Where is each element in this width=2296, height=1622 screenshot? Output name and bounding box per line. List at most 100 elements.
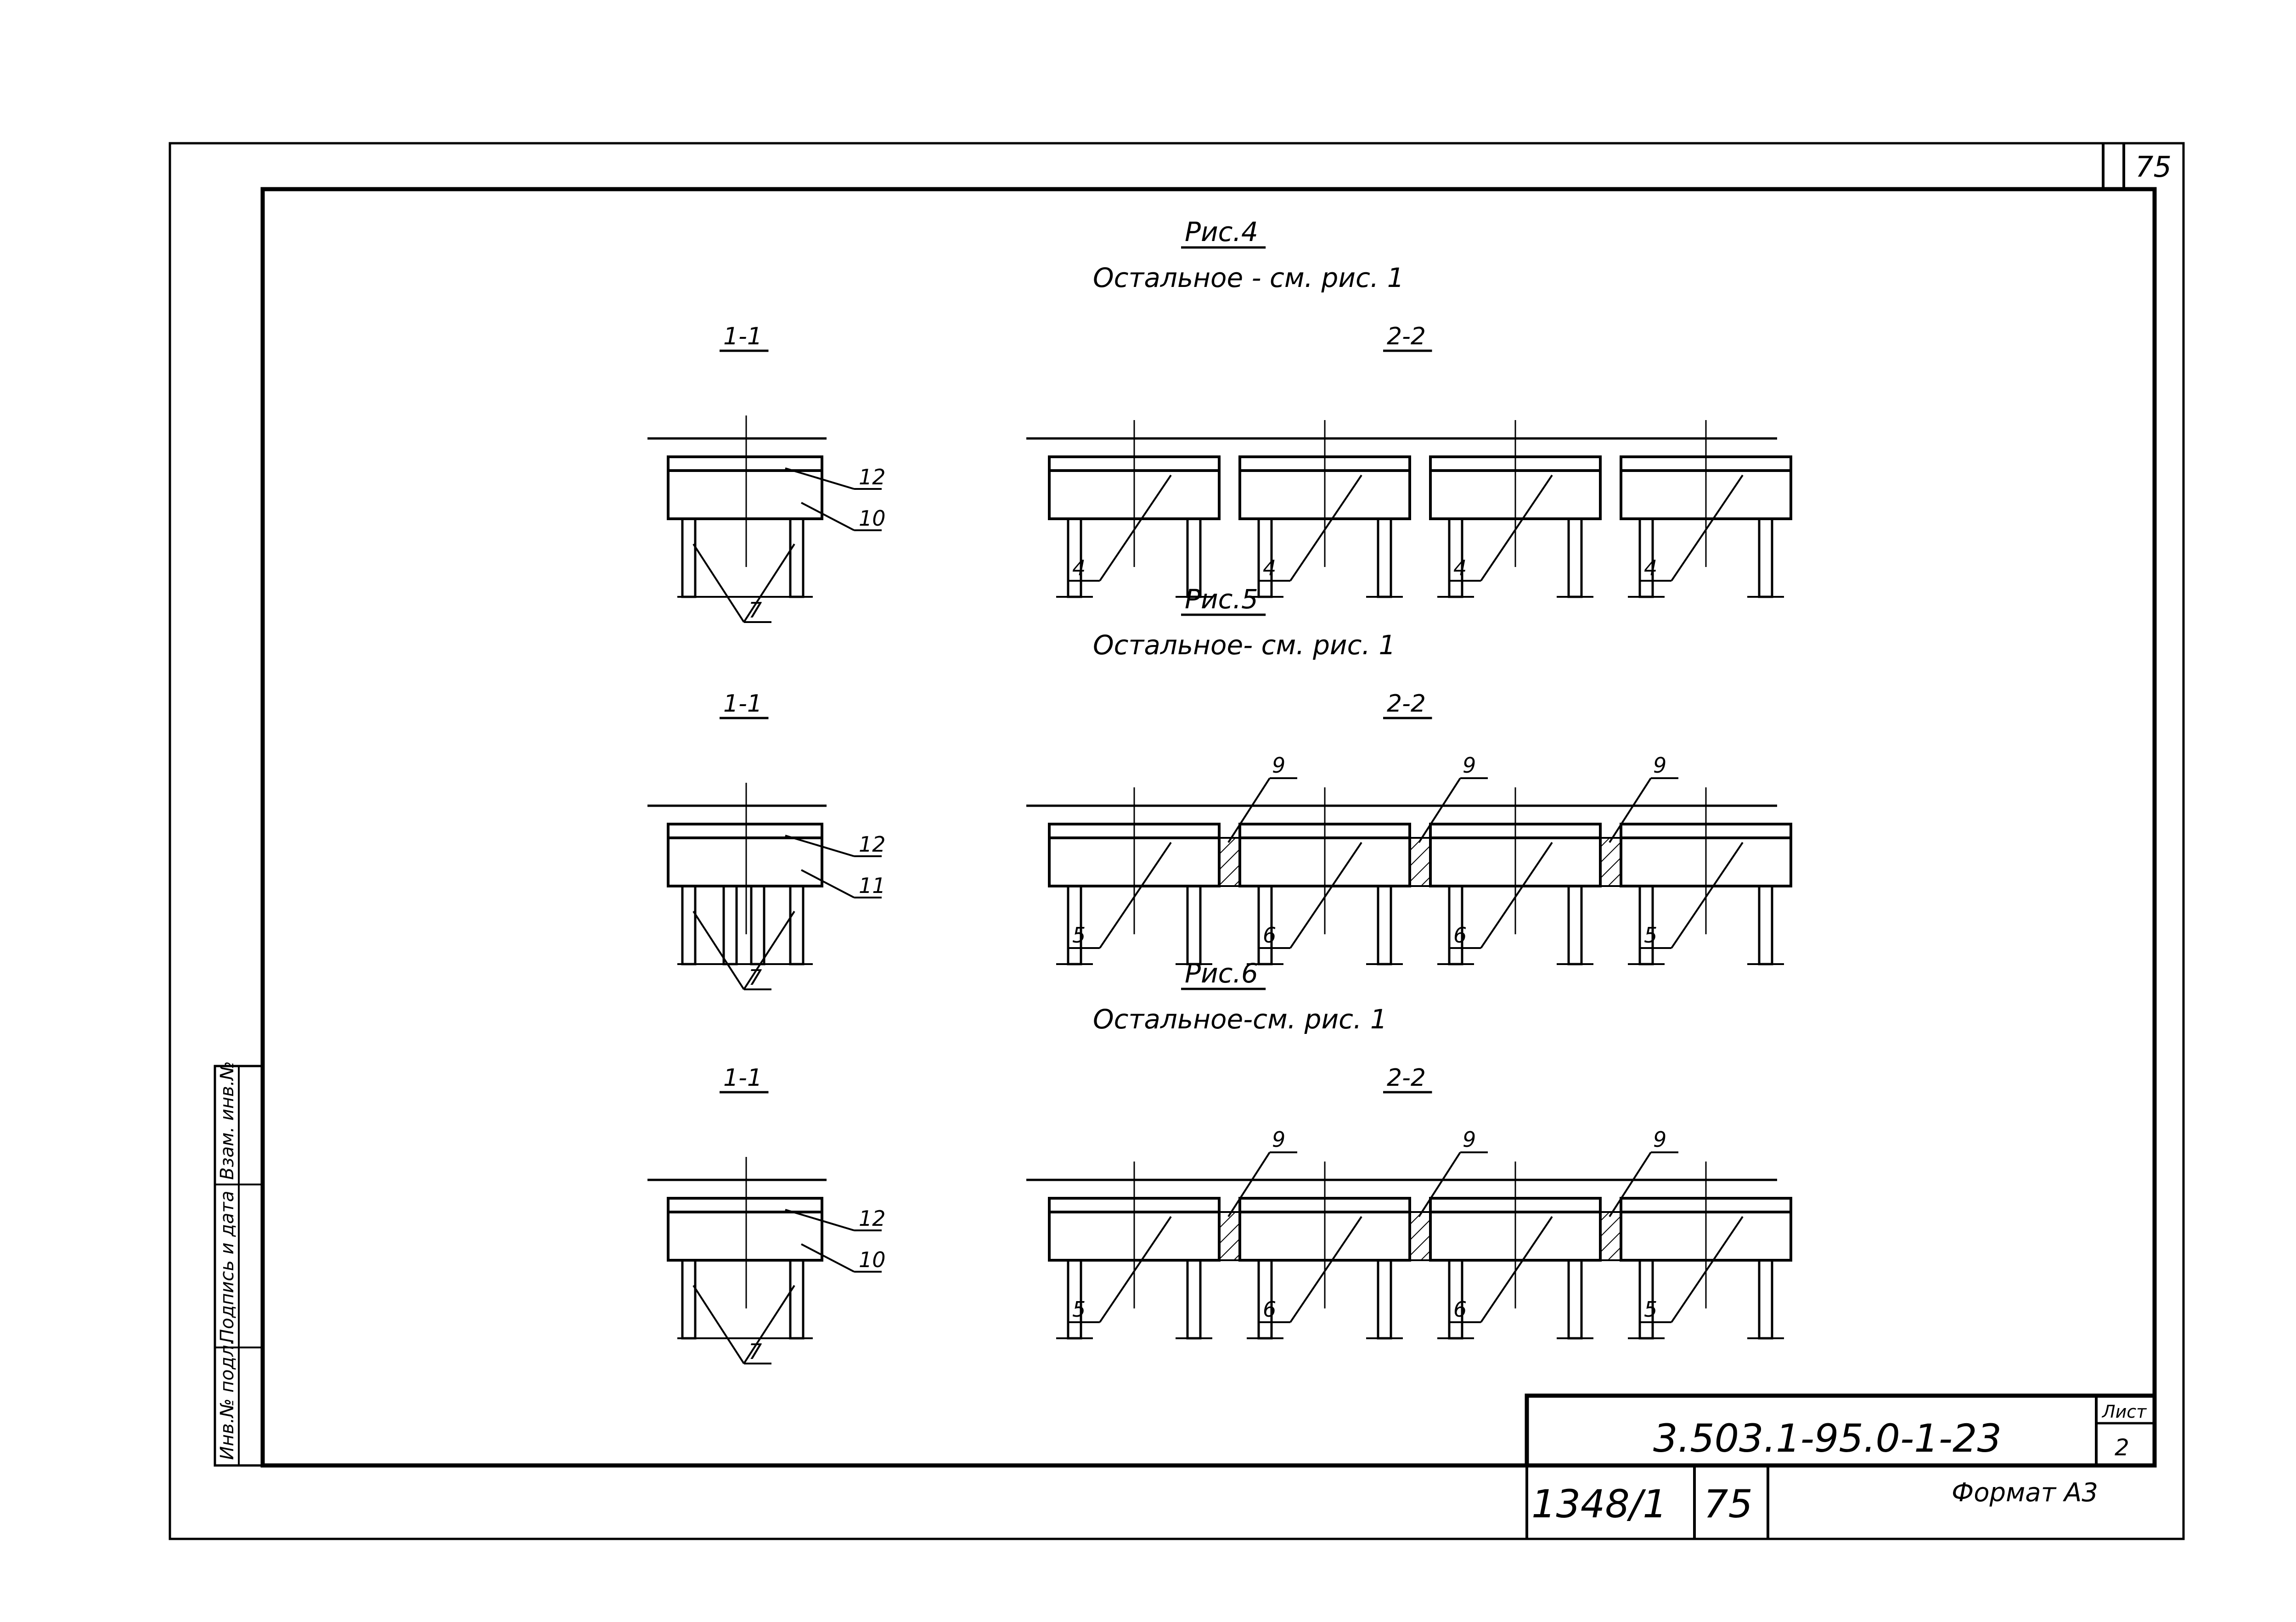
callout: 12	[859, 832, 886, 857]
leader-line	[692, 1285, 745, 1364]
callout: 4	[1072, 556, 1086, 580]
leader-line	[785, 1209, 855, 1231]
callout: 4	[1263, 556, 1276, 580]
leader-line	[1289, 1216, 1362, 1323]
figure-title: Рис.6	[1185, 958, 1258, 989]
outer-frame	[169, 142, 2185, 1540]
pile-cap	[667, 1197, 823, 1262]
leader-line	[785, 835, 855, 857]
callout: 9	[1463, 753, 1476, 778]
callout: 9	[1463, 1127, 1476, 1152]
pile	[681, 885, 697, 965]
callout: 6	[1453, 923, 1467, 948]
leader-line	[1289, 842, 1362, 949]
pile	[681, 1259, 697, 1340]
leader-line	[1099, 474, 1172, 582]
pile	[1758, 1259, 1773, 1340]
gap-filler	[1218, 1211, 1241, 1261]
figure-note: Остальное-см. рис. 1	[1093, 1004, 1387, 1035]
figure-note: Остальное- см. рис. 1	[1093, 629, 1396, 661]
leader-line	[1418, 1151, 1461, 1218]
leader-line	[692, 543, 745, 623]
stamp-field-inventory: Инв.№ подл.	[217, 1339, 238, 1460]
callout: 9	[1653, 753, 1666, 778]
callout: 5	[1644, 923, 1657, 948]
leader-line	[785, 467, 855, 490]
callout: 12	[859, 1206, 886, 1231]
callout: 4	[1453, 556, 1467, 580]
pile	[1377, 517, 1392, 598]
leader-line	[1480, 474, 1553, 582]
leader-line	[1480, 1216, 1553, 1323]
callout: 6	[1453, 1297, 1467, 1322]
corner-page-box: 75	[2102, 143, 2172, 189]
gap-filler	[1599, 1211, 1622, 1261]
callout: 4	[1644, 556, 1657, 580]
leader-line	[743, 1285, 795, 1364]
leader-line	[1227, 1151, 1271, 1218]
stamp-field-signature-date: Подпись и дата	[217, 1191, 238, 1343]
figure-title: Рис.5	[1185, 584, 1258, 615]
callout: 9	[1272, 753, 1285, 778]
pile	[1186, 885, 1202, 965]
stamp-field-replacement: Взам. инв.№	[217, 1061, 238, 1180]
section-label-1-1: 1-1	[723, 690, 762, 718]
leader-line	[743, 543, 795, 623]
callout: 5	[1072, 923, 1086, 948]
pile	[1186, 1259, 1202, 1340]
callout: 7	[748, 598, 762, 623]
leader-line	[692, 910, 745, 990]
section-label-2-2: 2-2	[1387, 323, 1426, 350]
callout: 12	[859, 465, 886, 489]
leader-line	[801, 1243, 855, 1273]
section-label-2-2: 2-2	[1387, 1064, 1426, 1092]
leader-line	[1099, 1216, 1172, 1323]
section-label-1-1: 1-1	[723, 1064, 762, 1092]
leader-line	[1227, 777, 1271, 843]
corner-page-number: 75	[2135, 150, 2172, 184]
inventory-number: 1348/1	[1531, 1482, 1667, 1527]
pile	[789, 885, 805, 965]
pile	[1567, 517, 1583, 598]
callout: 9	[1653, 1127, 1666, 1152]
pile	[789, 1259, 805, 1340]
leader-line	[743, 910, 795, 990]
page-number: 75	[1704, 1482, 1753, 1527]
leader-line	[1671, 1216, 1744, 1323]
leader-line	[1671, 842, 1744, 949]
callout: 11	[859, 873, 886, 898]
figure-note: Остальное - см. рис. 1	[1093, 262, 1404, 293]
pile	[1377, 1259, 1392, 1340]
callout: 10	[859, 506, 886, 531]
inner-frame	[260, 187, 2157, 1468]
pile	[1758, 517, 1773, 598]
leader-line	[1609, 777, 1652, 843]
callout: 6	[1263, 923, 1276, 948]
pile	[1758, 885, 1773, 965]
leader-line	[1609, 1151, 1652, 1218]
callout: 10	[859, 1247, 886, 1272]
callout: 5	[1072, 1297, 1086, 1322]
title-block: 3.503.1-95.0-1-23 Лист 2 1348/1 75 Форма…	[1525, 1393, 2157, 1539]
leader-line	[801, 869, 855, 898]
gap-filler	[1409, 837, 1431, 887]
gap-filler	[1409, 1211, 1431, 1261]
side-stamp: Взам. инв.№ Подпись и дата Инв.№ подл.	[214, 1061, 264, 1467]
pile	[789, 517, 805, 598]
leader-line	[1099, 842, 1172, 949]
callout: 5	[1644, 1297, 1657, 1322]
leader-line	[1480, 842, 1553, 949]
callout: 9	[1272, 1127, 1285, 1152]
pile	[681, 517, 697, 598]
pile	[1377, 885, 1392, 965]
gap-filler	[1599, 837, 1622, 887]
